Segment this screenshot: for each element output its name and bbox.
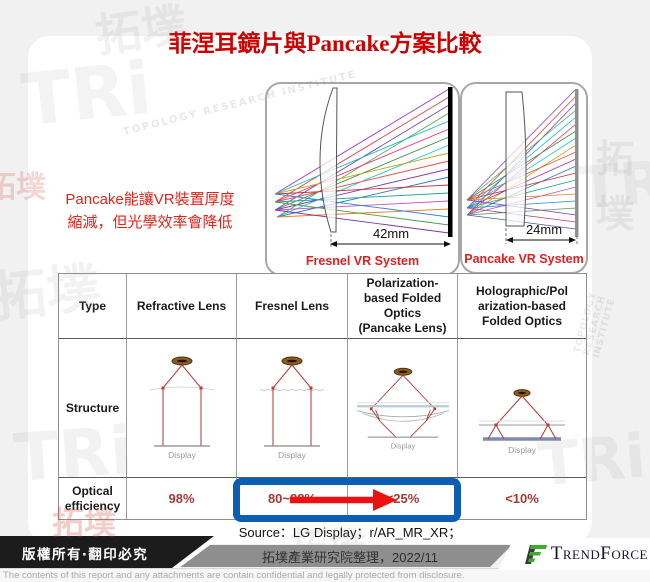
- fresnel-system-label: Fresnel VR System: [305, 254, 420, 268]
- structure-diagram-refractive: Display: [149, 356, 214, 460]
- pancake-lens-shape: [505, 91, 527, 227]
- page-title: 菲涅耳鏡片與Pancake方案比較: [168, 31, 482, 56]
- pancake-vr-diagram: 24mm Pancake VR System: [460, 82, 588, 274]
- table-header-pancake: Polarization- based Folded Optics (Panca…: [348, 274, 458, 339]
- table-header-fresnel: Fresnel Lens: [237, 274, 348, 339]
- table-header-type: Type: [59, 274, 127, 339]
- fresnel-display-bar: [448, 87, 453, 237]
- pancake-system-label: Pancake VR System: [464, 252, 584, 266]
- trendforce-logo-icon: [524, 545, 547, 564]
- disclaimer-text: The contents of this report and any atta…: [0, 568, 650, 582]
- trendforce-wordmark: TrendForce: [550, 543, 648, 564]
- efficiency-value-refractive: 98%: [127, 478, 237, 519]
- efficiency-value-pancake: <25%: [348, 478, 458, 519]
- row-label-structure: Structure: [59, 339, 127, 478]
- pancake-thickness-label: 24mm: [526, 222, 562, 237]
- pancake-display-bar: [575, 89, 579, 237]
- structure-cell-pancake: Display: [348, 339, 458, 478]
- structure-diagram-holographic: Display: [479, 389, 565, 455]
- structure-cell-refractive: Display: [127, 339, 237, 478]
- fresnel-lens-shape: [319, 87, 338, 233]
- source-line-2: 拓墣產業研究院整理，2022/11: [261, 550, 439, 565]
- fresnel-ray-trace: 42mm: [274, 87, 453, 248]
- pancake-note: Pancake能讓VR裝置厚度 縮減，但光學效率會降低: [65, 191, 235, 232]
- fresnel-thickness-label: 42mm: [373, 226, 409, 241]
- copyright-text: 版權所有‧翻印必究: [22, 547, 149, 562]
- display-label: Display: [508, 445, 537, 455]
- pancake-ray-trace: 24mm: [466, 88, 579, 244]
- watermark-cjk: 拓墣: [596, 137, 635, 236]
- table-header-holographic: Holographic/Pol arization-based Folded O…: [458, 274, 586, 339]
- structure-cell-fresnel: Display: [237, 339, 348, 478]
- trendforce-logo: TrendForce: [498, 538, 650, 570]
- display-label: Display: [278, 450, 307, 460]
- efficiency-value-holographic: <10%: [505, 491, 539, 506]
- structure-diagram-fresnel: Display: [259, 356, 325, 460]
- copyright-banner: [0, 536, 214, 568]
- structure-diagram-pancake: Display: [356, 367, 449, 451]
- comparison-table: Type Refractive Lens Fresnel Lens Polari…: [58, 273, 587, 520]
- structure-cell-holographic: Display: [458, 339, 586, 478]
- efficiency-value-fresnel: 80~88%: [237, 478, 348, 519]
- row-label-efficiency: Optical efficiency: [59, 478, 127, 519]
- source-line-1: Source：LG Display；r/AR_MR_XR；: [238, 525, 462, 540]
- table-header-refractive: Refractive Lens: [127, 274, 237, 339]
- display-label: Display: [390, 442, 415, 451]
- fresnel-vr-diagram: 42mm Fresnel VR System: [265, 82, 460, 276]
- display-label: Display: [168, 450, 197, 460]
